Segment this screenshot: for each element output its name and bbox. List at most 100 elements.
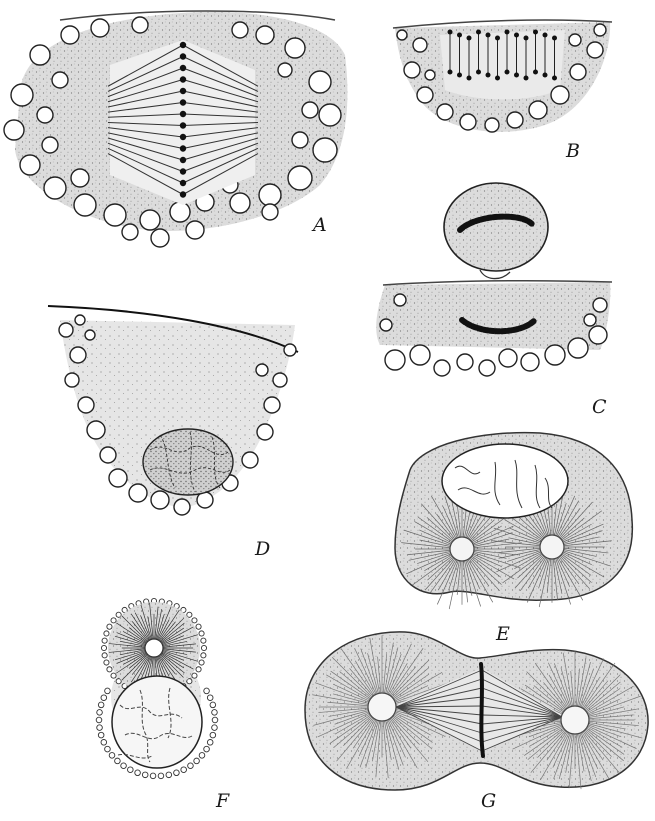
chromosome (448, 30, 453, 35)
yolk-vesicle (78, 397, 94, 413)
surface-granule (96, 717, 102, 723)
chromosome (524, 36, 529, 41)
surface-granule (142, 772, 148, 778)
yolk-vesicle (385, 350, 405, 370)
chromosome (476, 70, 481, 75)
centrosome (368, 693, 396, 721)
chromosome (457, 33, 462, 38)
yolk-vesicle (65, 373, 79, 387)
yolk-vesicle (91, 19, 109, 37)
figure-c-polar-body (376, 183, 612, 376)
surface-granule (212, 725, 218, 731)
yolk-vesicle (313, 138, 337, 162)
centrosome (540, 535, 564, 559)
yolk-vesicle (434, 360, 450, 376)
surface-granule (192, 673, 197, 678)
yolk-vesicle (568, 338, 588, 358)
surface-granule (105, 746, 111, 752)
chromosome (505, 30, 510, 35)
yolk-vesicle (230, 193, 250, 213)
chromosome (552, 36, 557, 41)
yolk-vesicle (594, 24, 606, 36)
surface-granule (98, 702, 104, 708)
label-a: A (313, 214, 327, 236)
yolk-vesicle (174, 499, 190, 515)
surface-granule (115, 758, 121, 764)
surface-granule (201, 653, 206, 658)
chromosome (180, 145, 186, 151)
yolk-vesicle (242, 452, 258, 468)
label-c: C (592, 396, 607, 418)
yolk-vesicle (20, 155, 40, 175)
chromosome (543, 73, 548, 78)
figure-b-chromosome-plate (393, 20, 612, 132)
surface-granule (212, 717, 218, 723)
chromosome (180, 53, 186, 59)
label-d: D (255, 538, 270, 560)
chromosome (180, 157, 186, 163)
yolk-vesicle (75, 315, 85, 325)
surface-granule (199, 660, 204, 665)
yolk-vesicle (140, 210, 160, 230)
yolk-vesicle (232, 22, 248, 38)
chromosome (180, 168, 186, 174)
chromosome (514, 73, 519, 78)
yolk-vesicle (569, 34, 581, 46)
surface-granule (101, 740, 107, 746)
surface-granule (97, 710, 103, 716)
chromosome (552, 76, 557, 81)
chromosome (505, 70, 510, 75)
yolk-vesicle (589, 326, 607, 344)
chromosome (514, 33, 519, 38)
surface-granule (107, 624, 112, 629)
surface-granule (204, 746, 210, 752)
surface-granule (150, 773, 156, 779)
yolk-vesicle (545, 345, 565, 365)
chromosome (467, 76, 472, 81)
yolk-vesicle (285, 38, 305, 58)
yolk-vesicle (52, 72, 68, 88)
yolk-vesicle (11, 84, 33, 106)
yolk-vesicle (30, 45, 50, 65)
yolk-vesicle (256, 26, 274, 44)
yolk-vesicle (570, 64, 586, 80)
yolk-vesicle (129, 484, 147, 502)
chromosome (180, 42, 186, 48)
yolk-vesicle (460, 114, 476, 130)
label-f: F (216, 790, 229, 812)
yolk-vesicle (186, 221, 204, 239)
chromosome (180, 99, 186, 105)
surface-granule (102, 653, 107, 658)
chromosome (180, 180, 186, 186)
yolk-vesicle (584, 314, 596, 326)
surface-granule (188, 763, 194, 769)
nucleus (143, 429, 233, 495)
surface-granule (192, 618, 197, 623)
surface-granule (135, 770, 141, 776)
yolk-vesicle (151, 229, 169, 247)
figure-d-nucleus-in-cell (48, 306, 298, 515)
yolk-vesicle (74, 194, 96, 216)
chromosome (180, 134, 186, 140)
surface-granule (194, 758, 200, 764)
chromosome (495, 76, 500, 81)
yolk-vesicle (413, 38, 427, 52)
chromosome (486, 73, 491, 78)
yolk-vesicle (394, 294, 406, 306)
chromosome (180, 111, 186, 117)
yolk-vesicle (59, 323, 73, 337)
surface-granule (210, 702, 216, 708)
yolk-vesicle (71, 169, 89, 187)
yolk-vesicle (529, 101, 547, 119)
chromosome (180, 88, 186, 94)
yolk-vesicle (437, 104, 453, 120)
chromosome (533, 70, 538, 75)
yolk-vesicle (259, 184, 281, 206)
chromosome (543, 33, 548, 38)
yolk-vesicle (278, 63, 292, 77)
surface-granule (207, 695, 213, 701)
yolk-vesicle (109, 469, 127, 487)
nucleus (442, 444, 568, 518)
chromosome (180, 122, 186, 128)
surface-granule (212, 710, 218, 716)
